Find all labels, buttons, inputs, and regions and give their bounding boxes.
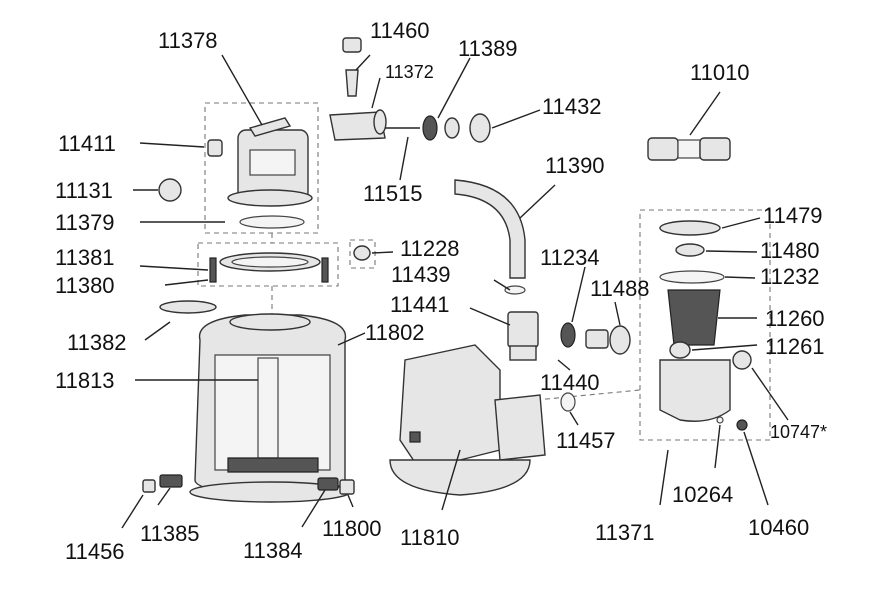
pump-motor [389, 344, 546, 496]
clamp-ring [209, 252, 329, 283]
part-label-11813: 11813 [55, 368, 115, 393]
part-label-11456: 11456 [65, 539, 125, 564]
part-label-11228: 11228 [400, 236, 460, 261]
diffuser-plate [159, 300, 217, 314]
part-label-11261: 11261 [765, 334, 825, 359]
part-label-11380: 11380 [55, 273, 115, 298]
part-label-11460: 11460 [370, 18, 430, 43]
part-label-11260: 11260 [765, 306, 825, 331]
connector-hose [647, 137, 731, 161]
hose [454, 179, 526, 279]
part-label-11479: 11479 [763, 203, 823, 228]
strainer-group-box [639, 209, 771, 441]
part-label-11378: 11378 [158, 28, 218, 53]
pressure-gauge-assembly [329, 37, 491, 143]
part-label-11810: 11810 [400, 525, 460, 550]
part-label-11372: 11372 [385, 62, 434, 82]
strainer-assembly [659, 220, 752, 431]
part-label-11384: 11384 [243, 538, 303, 563]
part-label-10460: 10460 [748, 515, 810, 540]
part-label-11800: 11800 [322, 516, 382, 541]
part-label-10264: 10264 [672, 482, 734, 507]
part-label-11457: 11457 [556, 428, 616, 453]
part-label-11010: 11010 [690, 60, 750, 85]
part-label-11488: 11488 [590, 276, 650, 301]
part-label-11432: 11432 [542, 94, 602, 119]
part-label-11411: 11411 [58, 131, 116, 156]
part-label-11385: 11385 [140, 521, 200, 546]
leader-lines [121, 54, 789, 529]
part-label-11389: 11389 [458, 36, 518, 61]
filter-tank [189, 313, 351, 503]
part-label-11439: 11439 [391, 262, 451, 287]
part-label-11371: 11371 [595, 520, 655, 545]
part-label-11381: 11381 [55, 245, 115, 270]
grommet [353, 245, 371, 261]
part-label-11234: 11234 [540, 245, 600, 270]
clamp-group-box [197, 242, 339, 287]
valve-group-box [204, 102, 319, 234]
t-piece [507, 311, 631, 361]
part-label-11379: 11379 [55, 210, 115, 235]
part-label-11390: 11390 [545, 153, 605, 178]
part-label-11441: 11441 [390, 292, 450, 317]
grommet-box [349, 239, 376, 269]
part-label-11232: 11232 [760, 264, 820, 289]
multiport-valve [158, 117, 313, 229]
part-label-11515: 11515 [363, 181, 423, 206]
part-label-11802: 11802 [365, 320, 425, 345]
part-label-11382: 11382 [67, 330, 127, 355]
part-label-11440: 11440 [540, 370, 600, 395]
part-label-10747: 10747* [770, 422, 828, 442]
o-ring [560, 392, 576, 412]
part-label-11480: 11480 [760, 238, 820, 263]
part-label-11131: 11131 [55, 178, 113, 203]
hose-adapters [142, 474, 355, 495]
